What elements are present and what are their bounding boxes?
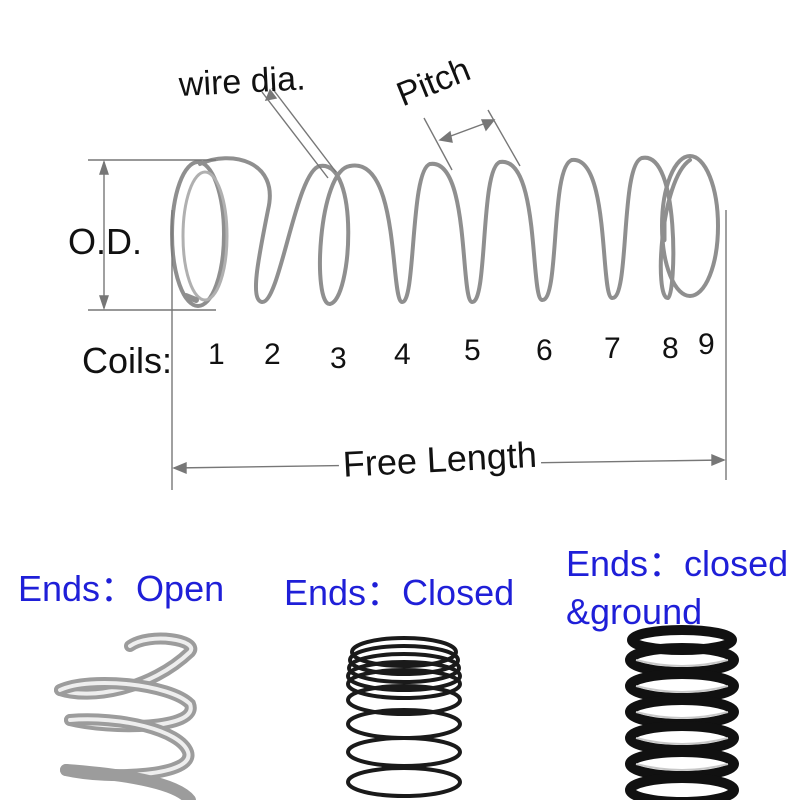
closed-ground-highlights <box>635 659 729 771</box>
coils-label: Coils: <box>82 340 173 381</box>
main-spring <box>170 154 720 308</box>
coil-number: 1 <box>208 338 225 371</box>
coil-number: 9 <box>698 328 715 361</box>
coil-number: 7 <box>604 332 621 365</box>
closed-ends-spring <box>346 636 462 798</box>
ends-closed-ground-line1: Ends：closed <box>566 543 789 584</box>
coil-number: 2 <box>264 338 281 371</box>
ends-closed-label: Ends：Closed <box>284 572 515 613</box>
coil-number: 5 <box>464 334 481 367</box>
wire-diameter-label: wire dia. <box>177 59 307 105</box>
coil-number: 8 <box>662 332 679 365</box>
coil-number: 4 <box>394 338 411 371</box>
coil-number: 6 <box>536 334 553 367</box>
outer-diameter-label: O.D. <box>68 221 143 262</box>
ends-open-label: Ends：Open <box>18 568 225 609</box>
closed-ground-spring <box>625 625 739 800</box>
ends-closed-ground-label: Ends：closed &ground <box>566 540 788 636</box>
coil-number: 3 <box>330 342 347 375</box>
ends-closed-ground-line2: &ground <box>566 591 703 632</box>
open-ends-spring <box>54 632 198 800</box>
dimension-lines <box>88 87 727 490</box>
